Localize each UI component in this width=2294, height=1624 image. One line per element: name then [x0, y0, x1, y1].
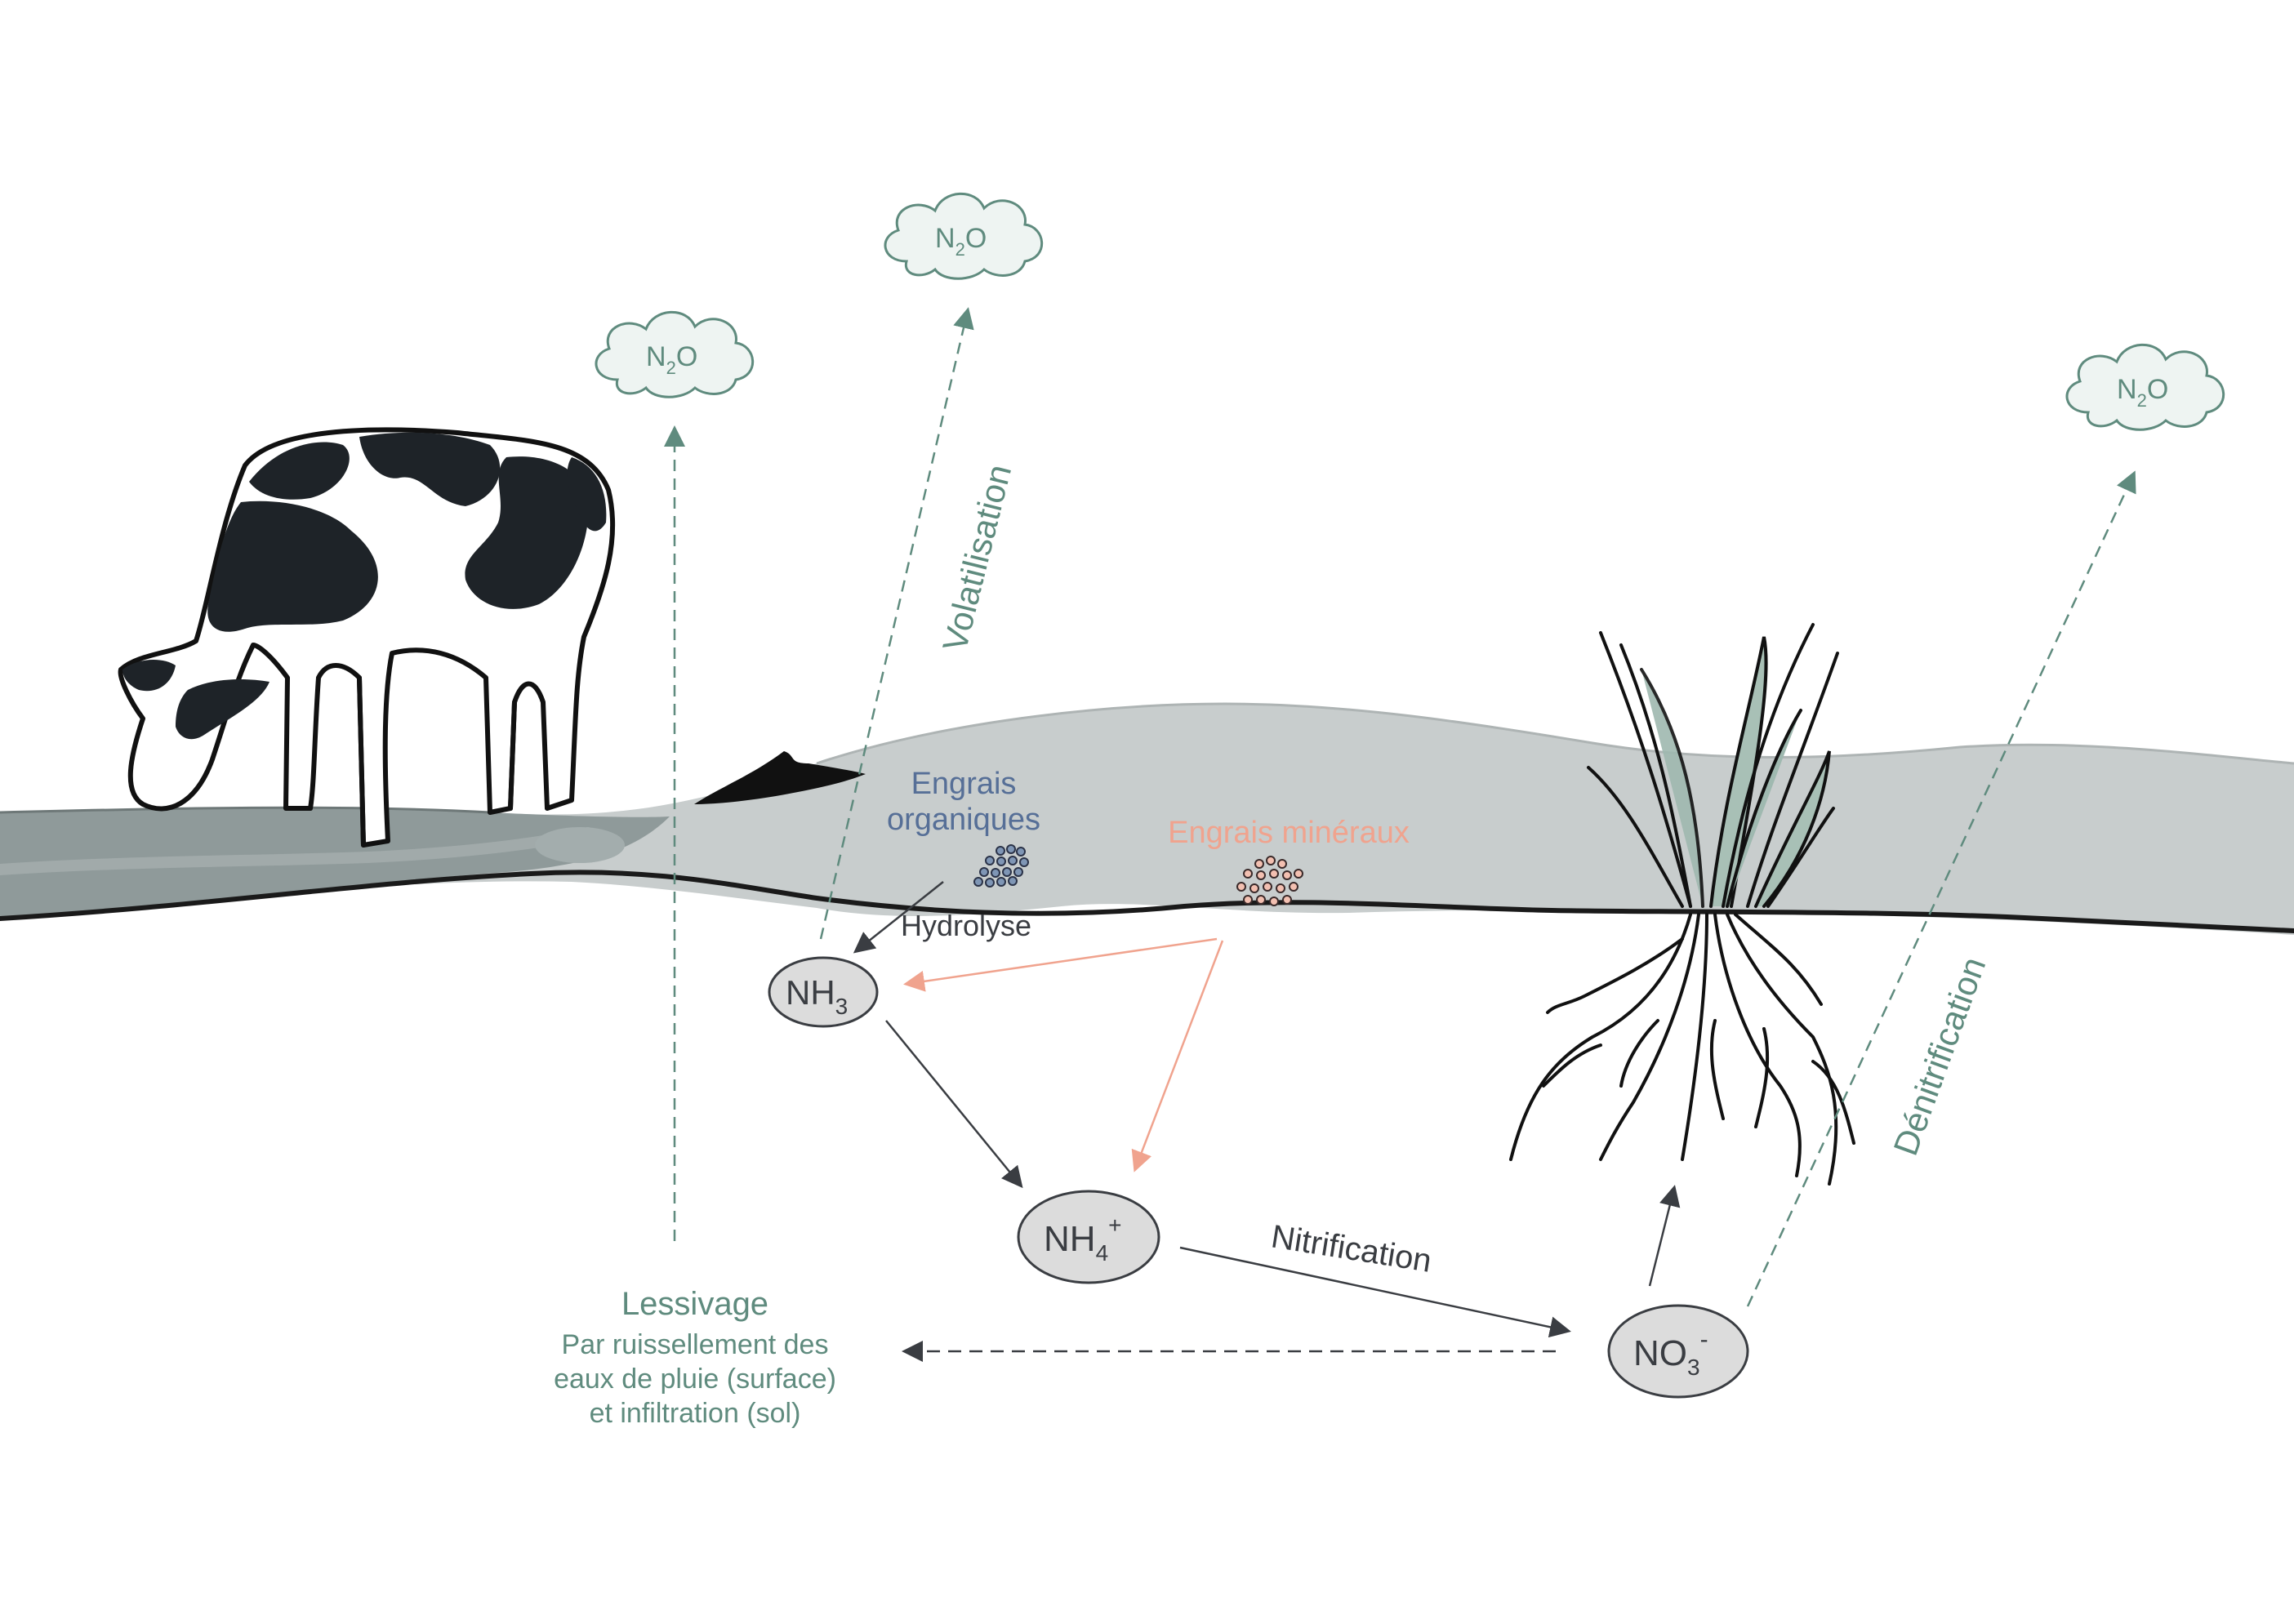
cloud-mid-label: N2O — [935, 223, 987, 260]
node-no3: NO3- — [1607, 1304, 1749, 1399]
arrows — [664, 307, 2136, 1362]
node-nh3: NH3 — [768, 956, 879, 1028]
engrais-organiques-label-2: organiques — [887, 803, 1040, 837]
lessivage-desc-2: eaux de pluie (surface) — [554, 1364, 836, 1395]
cloud-left-label: N2O — [646, 341, 697, 378]
mineral-to-nh3-arrow — [903, 937, 1218, 992]
volatilisation-arrow — [819, 307, 974, 940]
denitrification-label: Dénitrification — [1886, 952, 1993, 1160]
svg-text:NH3: NH3 — [786, 973, 848, 1019]
hydrolyse-arrow — [853, 881, 944, 954]
nitrification-arrow — [1179, 1246, 1571, 1338]
volatilisation-label: Volatilisation — [935, 461, 1018, 655]
manure-icon — [694, 751, 866, 804]
cloud-left: N2O — [595, 310, 755, 398]
ground — [0, 702, 2294, 935]
lessivage-title: Lessivage — [621, 1286, 768, 1322]
cloud-right-label: N2O — [2117, 374, 2168, 411]
nh3-to-nh4-arrow — [885, 1020, 1023, 1189]
engrais-mineraux-label: Engrais minéraux — [1168, 816, 1410, 850]
hydrolyse-label: Hydrolyse — [901, 909, 1031, 942]
mineral-to-nh4-arrow — [1131, 940, 1224, 1172]
lessivage-desc-3: et infiltration (sol) — [590, 1398, 801, 1429]
lessivage-desc-1: Par ruissellement des — [562, 1329, 829, 1360]
node-nh4: NH4+ — [1017, 1190, 1160, 1284]
cloud-mid: N2O — [884, 192, 1044, 280]
grass-plant-icon — [1509, 623, 1855, 1186]
mineral-fertilizer-granules-icon — [1236, 856, 1303, 906]
engrais-organiques-label-1: Engrais — [911, 767, 1017, 801]
nitrification-label: Nitrification — [1269, 1218, 1434, 1279]
no3-to-plant-arrow — [1648, 1185, 1681, 1287]
denitrification-arrow — [1746, 470, 2136, 1307]
cloud-right: N2O — [2065, 343, 2225, 431]
svg-text:NO3-: NO3- — [1633, 1326, 1708, 1380]
cow-illustration — [118, 427, 616, 848]
svg-text:NH4+: NH4+ — [1044, 1212, 1122, 1266]
organic-fertilizer-granules-icon — [973, 844, 1029, 888]
